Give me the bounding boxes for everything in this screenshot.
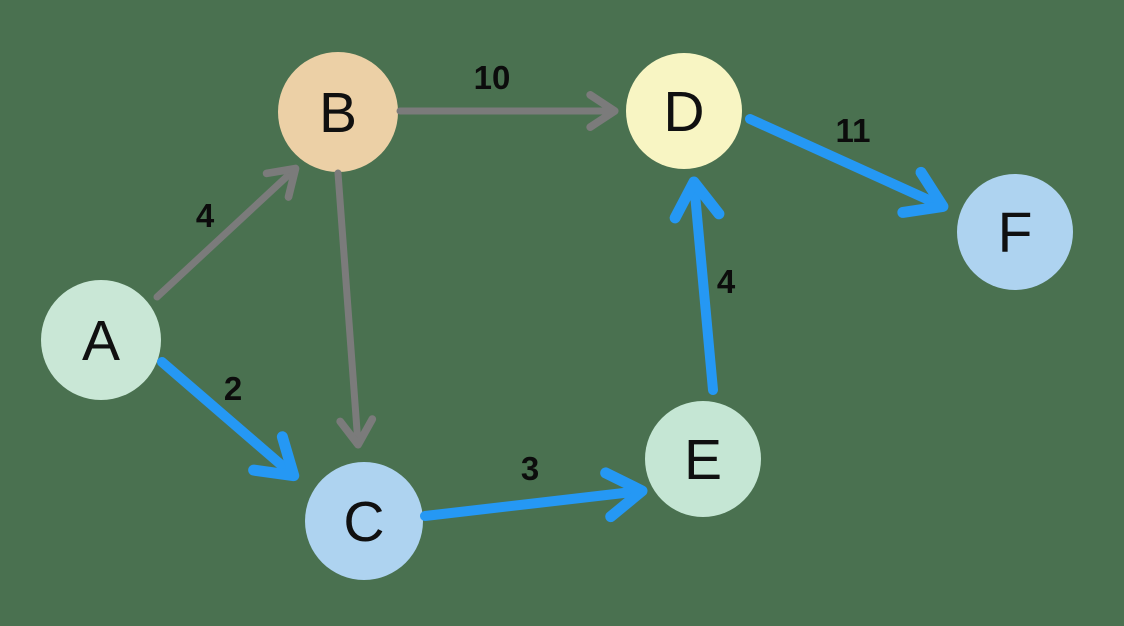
node-circle-A bbox=[41, 280, 161, 400]
node-circle-E bbox=[645, 401, 761, 517]
node-D: D bbox=[626, 53, 742, 169]
node-circle-D bbox=[626, 53, 742, 169]
node-label-F: F bbox=[998, 201, 1033, 265]
node-circle-C bbox=[305, 462, 423, 580]
node-F: F bbox=[957, 174, 1073, 290]
node-C: C bbox=[305, 462, 423, 580]
node-label-B: B bbox=[319, 81, 357, 145]
node-B: B bbox=[278, 52, 398, 172]
node-label-A: A bbox=[82, 309, 120, 373]
edge-A-B bbox=[153, 164, 300, 301]
edge-B-C bbox=[334, 169, 377, 449]
node-label-E: E bbox=[684, 428, 722, 492]
edge-E-D bbox=[669, 176, 725, 395]
edge-weight-D-F: 11 bbox=[836, 112, 871, 149]
node-A: A bbox=[41, 280, 161, 400]
edge-A-C bbox=[157, 357, 300, 482]
node-E: E bbox=[645, 401, 761, 517]
nodes-layer: A B C D E F bbox=[41, 52, 1073, 580]
edge-C-E bbox=[420, 467, 648, 523]
edge-weight-A-B: 4 bbox=[196, 197, 215, 234]
edge-weight-C-E: 3 bbox=[521, 450, 539, 487]
node-circle-B bbox=[278, 52, 398, 172]
edge-weight-E-D: 4 bbox=[717, 263, 736, 300]
node-label-D: D bbox=[663, 80, 704, 144]
edge-weights-layer: 4 10 2 3 4 11 bbox=[196, 59, 871, 487]
edge-weight-A-C: 2 bbox=[224, 370, 242, 407]
edge-D-F bbox=[745, 114, 949, 218]
edge-weight-B-D: 10 bbox=[474, 59, 511, 96]
edges-layer bbox=[153, 91, 949, 523]
node-circle-F bbox=[957, 174, 1073, 290]
node-label-C: C bbox=[343, 490, 384, 554]
